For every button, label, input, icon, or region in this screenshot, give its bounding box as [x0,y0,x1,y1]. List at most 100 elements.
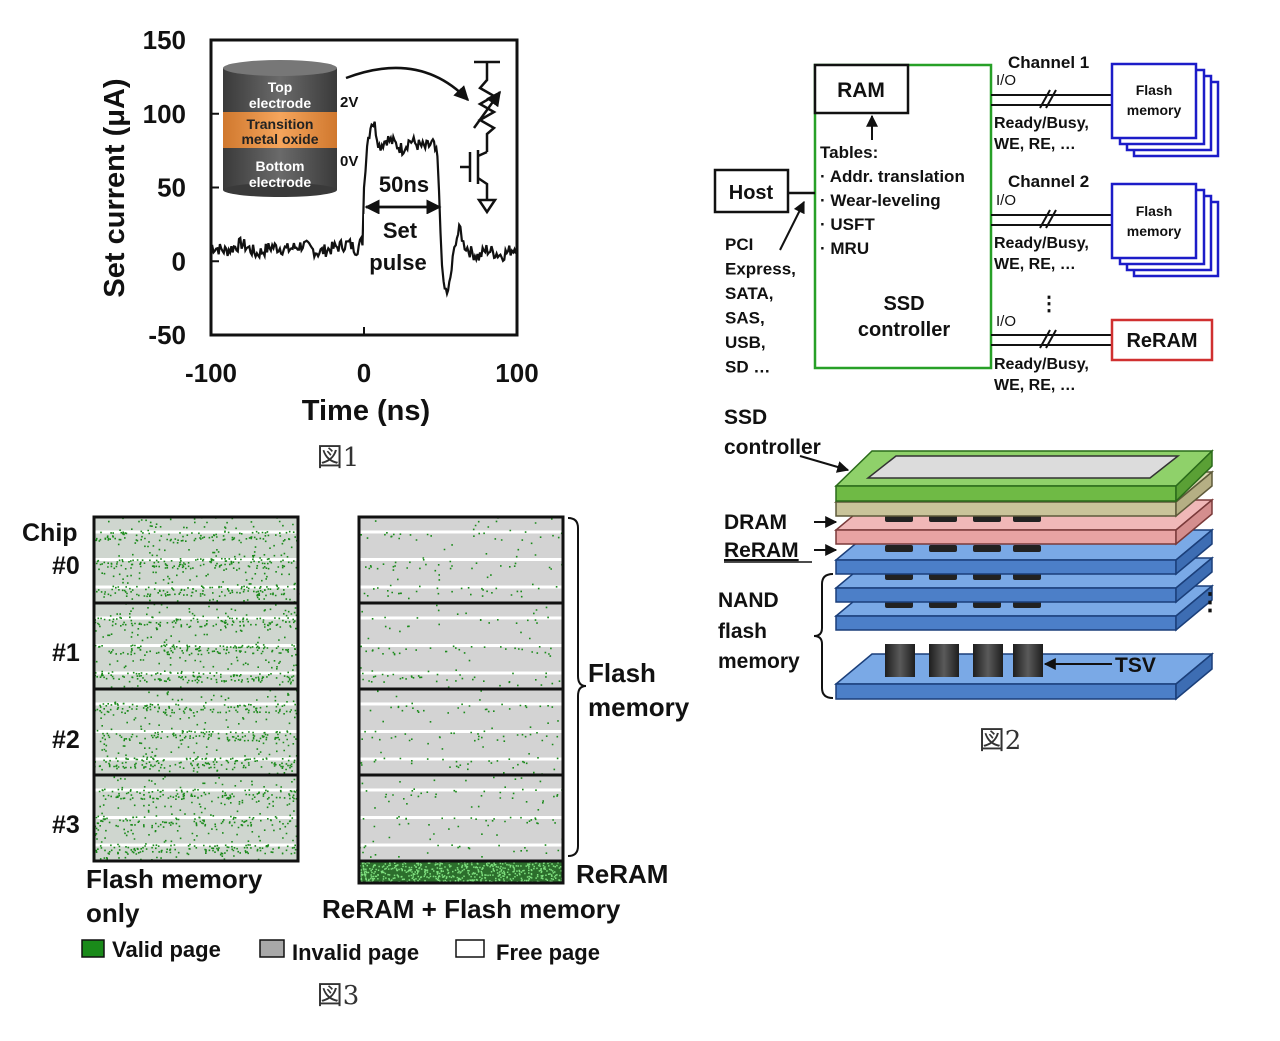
free-page-band [94,530,298,534]
chip-label: Chip [22,519,78,547]
reram-chip-strip [357,859,565,885]
interface-item: SATA, [725,284,773,303]
y-tick-label: 50 [157,173,186,203]
flash-only-chip-1 [92,601,300,691]
table-item: · Wear-leveling [820,191,941,210]
stack-reram-label: ReRAM [724,539,799,562]
free-page-band [359,730,563,733]
ram-label: RAM [837,79,885,102]
free-page-band [359,558,563,561]
set-label: Set [383,218,418,243]
interface-item: USB, [725,333,766,352]
svg-text:controller: controller [724,436,821,459]
valid-page-dots [94,689,299,777]
valid-page-dots [94,603,300,691]
free-page-band [359,788,563,792]
free-page-band [94,671,298,675]
tick-marks [210,39,518,336]
free-page-band [359,644,563,647]
we-re-1: WE, RE, … [994,136,1076,153]
y-tick-label: 100 [143,99,186,129]
curved-arrow [345,66,470,102]
svg-text:flash: flash [718,620,767,643]
svg-text:electrode: electrode [249,174,311,190]
y-tick-label: 0 [172,246,186,276]
table-item: · Addr. translation [820,167,965,186]
circuit-icon [460,60,502,215]
io-label-1: I/O [996,72,1016,89]
interface-arrow [779,200,805,251]
via-bump [1013,545,1041,552]
pulse-low-label: 0V [340,153,358,170]
free-page-band [94,585,298,589]
valid-page-dots [359,861,565,885]
flash-label-2b: memory [1127,223,1182,239]
chip-1-label: #1 [52,639,80,667]
tables-title: Tables: [820,143,878,162]
flash-only-chip-0 [92,515,300,605]
via-bump [973,545,1001,552]
free-page-band [94,843,298,847]
free-page-band [359,757,563,761]
free-page-band [94,702,298,706]
free-page-band [359,585,563,589]
bottom-electrode-label: Bottom [256,158,305,174]
figure-2-caption: 図2 [979,726,1022,756]
svg-text:controller: controller [858,319,950,341]
legend-invalid-swatch [259,939,285,958]
free-page-band [94,816,298,819]
flash-only-chips [92,515,300,863]
tsv-pillars [885,644,1043,677]
pulse-high-label: 2V [340,94,358,111]
tables-list: · Addr. translation · Wear-leveling · USFT… [820,167,965,258]
io-label-3: I/O [996,313,1016,330]
valid-page-dots [94,776,300,863]
reram-flash-chip-0 [357,515,565,605]
ready-busy-3: Ready/Busy, [994,356,1089,373]
flash-only-label-2: only [86,898,140,928]
chip-2-label: #2 [52,726,80,754]
x-tick-label: 100 [495,358,538,388]
set-current-trace [210,121,519,298]
channel-1-label: Channel 1 [1008,53,1089,72]
flash-only-chip-2 [92,687,300,777]
chip-0-label: #0 [52,552,80,580]
ssd-controller-label: SSD [883,293,924,315]
interface-list: PCIExpress,SATA,SAS,USB,SD … [725,235,796,377]
flash-memory-stack-1: Flash memory [1110,62,1220,158]
free-page-band [359,843,563,847]
free-page-band [359,671,563,675]
host-label: Host [729,182,774,204]
reram-box [1110,318,1214,362]
pulse-width-label: 50ns [379,172,429,197]
io-label-2: I/O [996,192,1016,209]
legend-free-label: Free page [496,940,600,965]
reram-region-label: ReRAM [576,859,668,889]
controller-top-layer [834,449,1214,503]
chip-border [92,773,300,863]
free-page-band [94,730,298,733]
via-bump [929,545,957,552]
y-axis-label: Set current (μA) [99,78,131,297]
nand-bracket [813,573,834,699]
channel-ellipsis: ⋮ [1039,293,1059,315]
x-tick-labels: -100 0 100 [185,358,539,388]
stack-nand-label: NAND [718,589,779,612]
interface-item: SD … [725,358,770,377]
x-tick-label: -100 [185,358,237,388]
y-tick-label: -50 [148,320,186,350]
ready-busy-2: Ready/Busy, [994,235,1089,252]
valid-page-dots [359,776,565,862]
interface-item: Express, [725,260,796,279]
pulse-label: pulse [369,250,426,275]
free-page-band [359,702,563,706]
host-box [713,168,790,214]
free-page-band [359,816,563,819]
flash-label-1b: memory [1127,102,1182,118]
x-tick-label: 0 [357,358,371,388]
figure-3: Chip #0 #1 #2 #3 Flash memory ReRAM Flas… [22,515,690,1011]
table-item: · USFT [820,215,875,234]
free-page-band [359,616,563,620]
